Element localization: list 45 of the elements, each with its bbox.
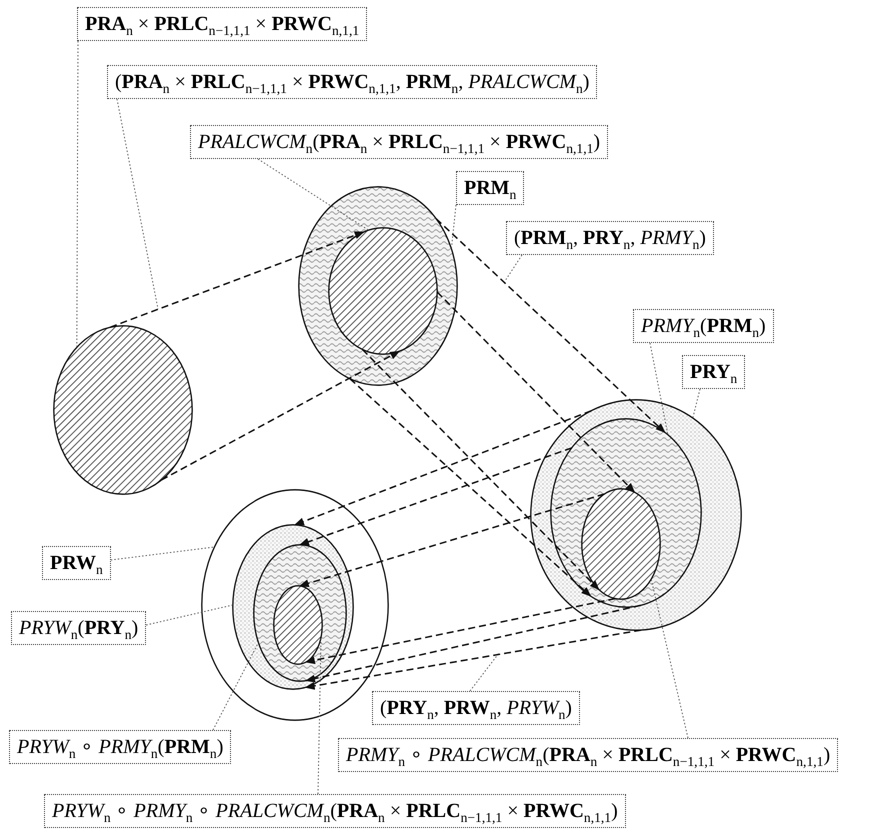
hatched-ellipse — [581, 488, 661, 600]
leader-line — [258, 158, 369, 231]
formula-label: PRA$_{n}$ × PRLC$_{n−1,1,1}$ × PRWC$_{n,1,1}$ — [77, 7, 368, 41]
leader-line — [212, 642, 259, 730]
ellipse — [201, 489, 389, 721]
leader-line — [146, 604, 234, 626]
formula-label: (PRA$_{n}$ × PRLC$_{n−1,1,1}$ × PRWC$_{n,1,1}$, PRM$_{n}$, PRALCWCM$_{n}$) — [107, 65, 598, 99]
wavy-ellipse — [253, 544, 347, 682]
arrow — [305, 604, 641, 683]
formula-label: (PRM$_{n}$, PRY$_{n}$, PRMY$_{n}$) — [506, 221, 714, 255]
dotted-ellipse — [232, 524, 354, 690]
arrow — [362, 348, 600, 590]
formula-label: PRM$_{n}$ — [456, 171, 524, 205]
arrow — [110, 231, 365, 328]
leader-line — [504, 254, 522, 282]
arrow — [350, 378, 592, 597]
formula-label: PRYW$_{n}$ ∘ PRMY$_{n}$(PRM$_{n}$) — [9, 730, 232, 764]
leader-line — [450, 204, 456, 250]
dotted-ellipse — [530, 399, 742, 631]
hatched-ellipse — [328, 227, 438, 355]
formula-label: (PRY$_{n}$, PRW$_{n}$, PRYW$_{n}$) — [372, 691, 580, 725]
leader-line — [110, 546, 215, 560]
arrow — [299, 447, 572, 546]
leader-line — [692, 388, 700, 418]
arrow — [436, 291, 636, 493]
leader-line — [76, 40, 78, 348]
formula-label: PRMY$_{n}$(PRM$_{n}$) — [633, 309, 774, 343]
formula-label: PRALCWCM$_{n}$(PRA$_{n}$ × PRLC$_{n−1,1,1}$ × PRWC$_{n,1,1}$) — [190, 125, 608, 159]
hatched-ellipse — [53, 325, 193, 495]
leader-line — [650, 342, 668, 436]
leader-line — [318, 636, 322, 794]
arrow — [304, 598, 616, 664]
wavy-ellipse — [298, 186, 458, 386]
formula-label: PRYW$_{n}$(PRY$_{n}$) — [11, 611, 146, 645]
formula-label: PRYW$_{n}$ ∘ PRMY$_{n}$ ∘ PRALCWCM$_{n}$(PRA$_{n}$ × PRLC$_{n−1,1,1}$ × PRWC$_{n,1,1}$) — [44, 794, 626, 828]
formula-label: PRW$_{n}$ — [42, 546, 111, 580]
hatched-ellipse — [273, 585, 323, 665]
arrow — [304, 629, 642, 690]
arrow — [161, 350, 400, 481]
arrow — [294, 410, 592, 526]
arrow — [436, 218, 666, 433]
formula-label: PRMY$_{n}$ ∘ PRALCWCM$_{n}$(PRA$_{n}$ × PRLC$_{n−1,1,1}$ × PRWC$_{n,1,1}$) — [338, 738, 838, 772]
leader-line — [116, 98, 158, 310]
wavy-ellipse — [550, 418, 702, 608]
formula-label: PRY$_{n}$ — [682, 355, 746, 389]
